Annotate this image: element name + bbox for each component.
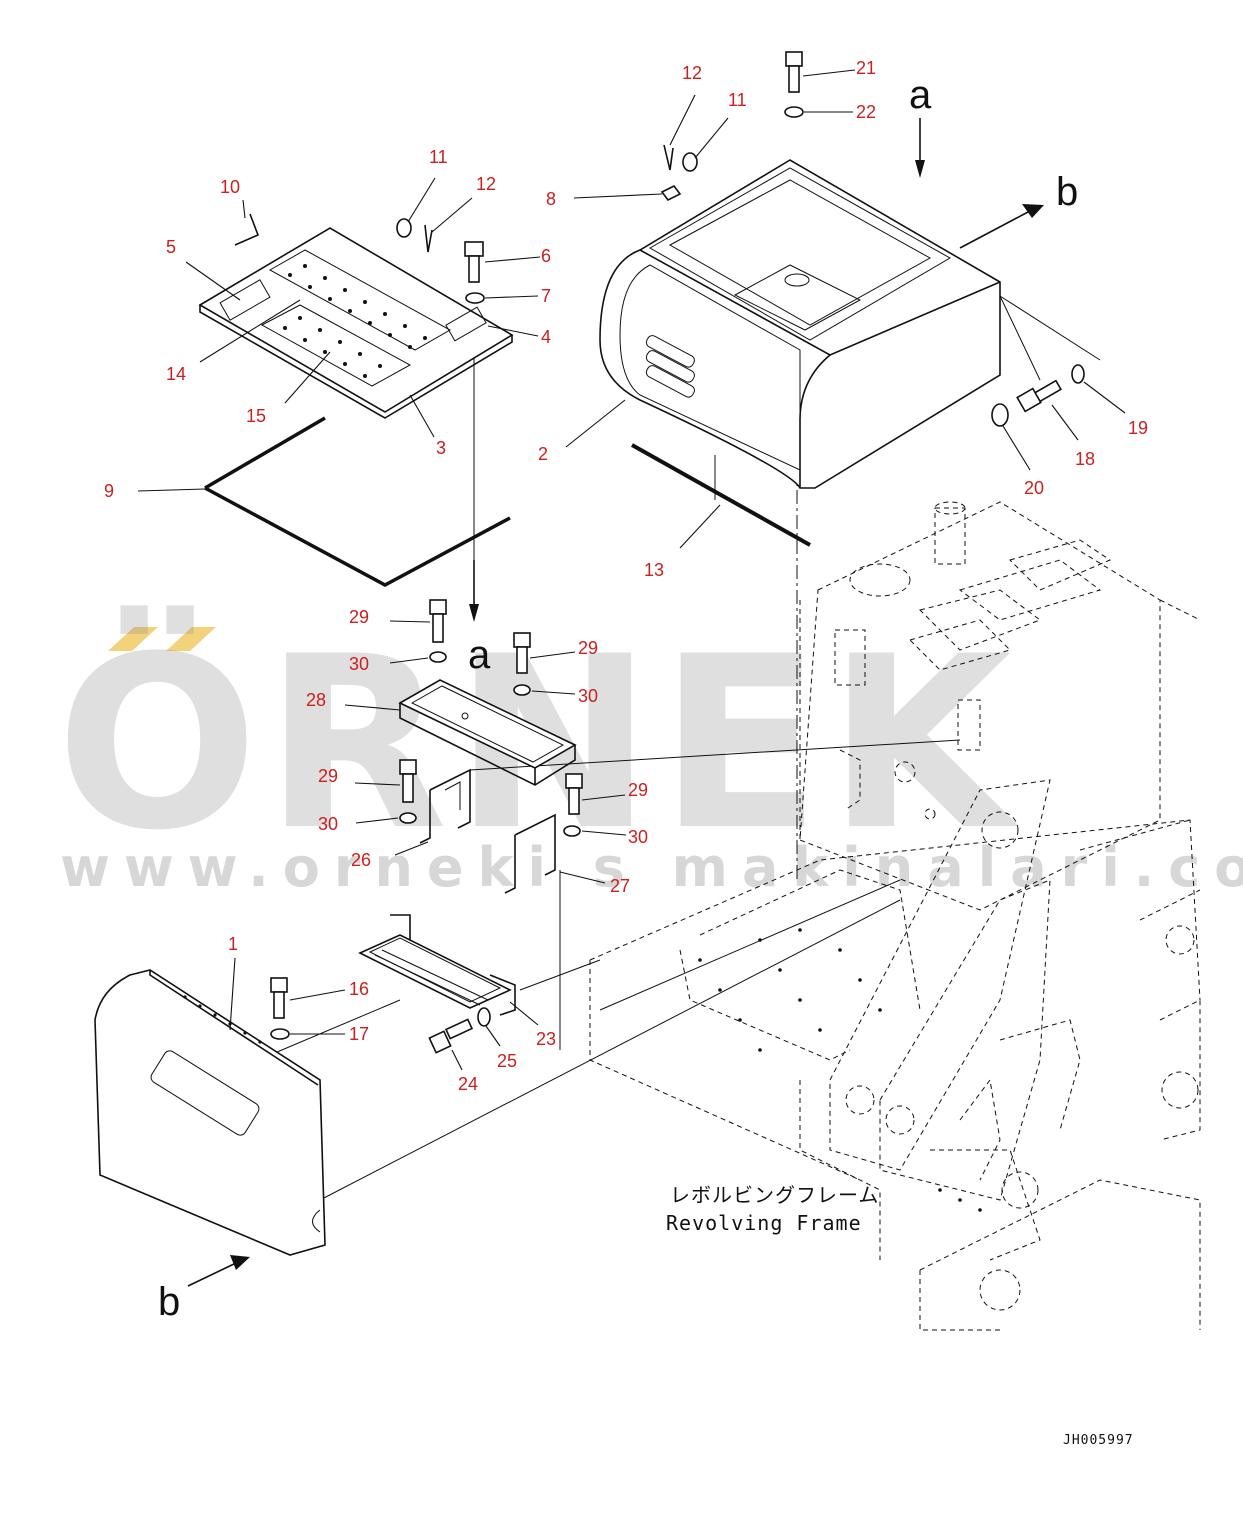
lock-washer-11b-icon [682,152,698,172]
clip-8-icon [660,184,682,202]
callout-7: 7 [541,286,551,306]
pin-12a-icon [424,224,433,253]
callout-21: 21 [856,58,876,78]
seal-ring [204,416,511,587]
bolt-24-icon [428,1018,474,1054]
rod-10-icon [234,213,260,246]
bolt-16-icon [270,977,288,1019]
callout-30b: 30 [578,686,598,706]
rubber-strip [631,443,811,547]
callout-19: 19 [1128,418,1148,438]
alignment-lines [269,290,1101,1201]
callout-14: 14 [166,364,186,384]
bolt-6-icon [464,241,484,283]
callout-12a: 12 [682,63,702,83]
drawing-id: JH005997 [1063,1433,1134,1448]
view-arrows [187,118,1044,1287]
callout-15: 15 [246,406,266,426]
frame-label-japanese: レボルビングフレーム [670,1183,879,1207]
callout-2: 2 [538,444,548,464]
callout-25: 25 [497,1051,517,1071]
washer-30c-icon [399,812,417,824]
callout-11b: 11 [728,90,747,110]
lock-washer-11a-icon [396,218,412,238]
callout-17: 17 [349,1024,369,1044]
tray [398,679,577,786]
callout-16: 16 [349,979,369,999]
frame-holes [698,928,982,1212]
callout-9: 9 [104,481,114,501]
step-bracket [358,914,516,1016]
callout-24: 24 [458,1074,478,1094]
washer-19-icon [1071,364,1085,384]
fasteners [234,51,1085,1054]
revolving-frame [589,501,1201,1331]
callout-20: 20 [1024,478,1044,498]
callout-12b: 12 [476,174,496,194]
washer-7-icon [465,292,485,304]
callout-labels: 1 2 3 4 5 6 7 8 9 10 11 11 12 12 13 14 1… [104,58,1148,1094]
bolt-29a-icon [429,599,447,643]
top-cover-plate [198,227,514,419]
view-marker-labels: a a b b [158,73,1078,1324]
callout-26: 26 [351,850,371,870]
callout-10: 10 [220,177,240,197]
view-a-top-label: a [909,73,932,117]
callout-30d: 30 [628,827,648,847]
washer-25-icon [477,1007,491,1027]
bolt-29b-icon [513,632,531,674]
frame-label: レボルビングフレーム Revolving Frame [666,1183,879,1235]
view-a-mid-label: a [468,633,491,677]
washer-30b-icon [513,684,531,696]
cap-20-icon [991,403,1009,427]
callout-1: 1 [228,934,238,954]
bolt-29d-icon [565,773,583,815]
callout-27: 27 [610,876,630,896]
cover-perforations [283,264,427,378]
bracket-right [504,813,556,894]
leader-lines [137,69,1126,1071]
watermark-url: www.orneki s makinalari.com.tr [60,836,1243,899]
callout-22: 22 [856,102,876,122]
bolt-21-icon [785,51,803,93]
callout-4: 4 [541,327,551,347]
callout-29a: 29 [349,607,369,627]
watermark-accent-right [166,627,216,651]
washer-30a-icon [429,651,447,663]
callout-23: 23 [536,1029,556,1049]
callout-30c: 30 [318,814,338,834]
watermark: ÖRNEK www.orneki s makinalari.com.tr [56,605,1243,899]
callout-6: 6 [541,246,551,266]
tank-box [599,159,1001,489]
bolt-29c-icon [399,759,417,803]
washer-30d-icon [563,825,581,837]
frame-label-english: Revolving Frame [666,1211,862,1235]
bolt-18-icon [1016,379,1062,413]
washer-22-icon [784,106,804,118]
callout-11a: 11 [429,147,448,167]
callout-29c: 29 [318,766,338,786]
callout-28: 28 [306,690,326,710]
callout-13: 13 [644,560,664,580]
washer-17-icon [270,1028,290,1040]
callout-3: 3 [436,438,446,458]
callout-8: 8 [546,189,556,209]
view-b-right-label: b [1056,170,1078,214]
watermark-accent-left [108,627,158,651]
callout-29b: 29 [578,638,598,658]
pin-12b-icon [663,144,674,171]
callout-29d: 29 [628,780,648,800]
callout-5: 5 [166,237,176,257]
bracket-left [419,768,471,844]
callout-30a: 30 [349,654,369,674]
front-door [94,969,326,1256]
view-b-bottom-label: b [158,1280,180,1324]
callout-18: 18 [1075,449,1095,469]
